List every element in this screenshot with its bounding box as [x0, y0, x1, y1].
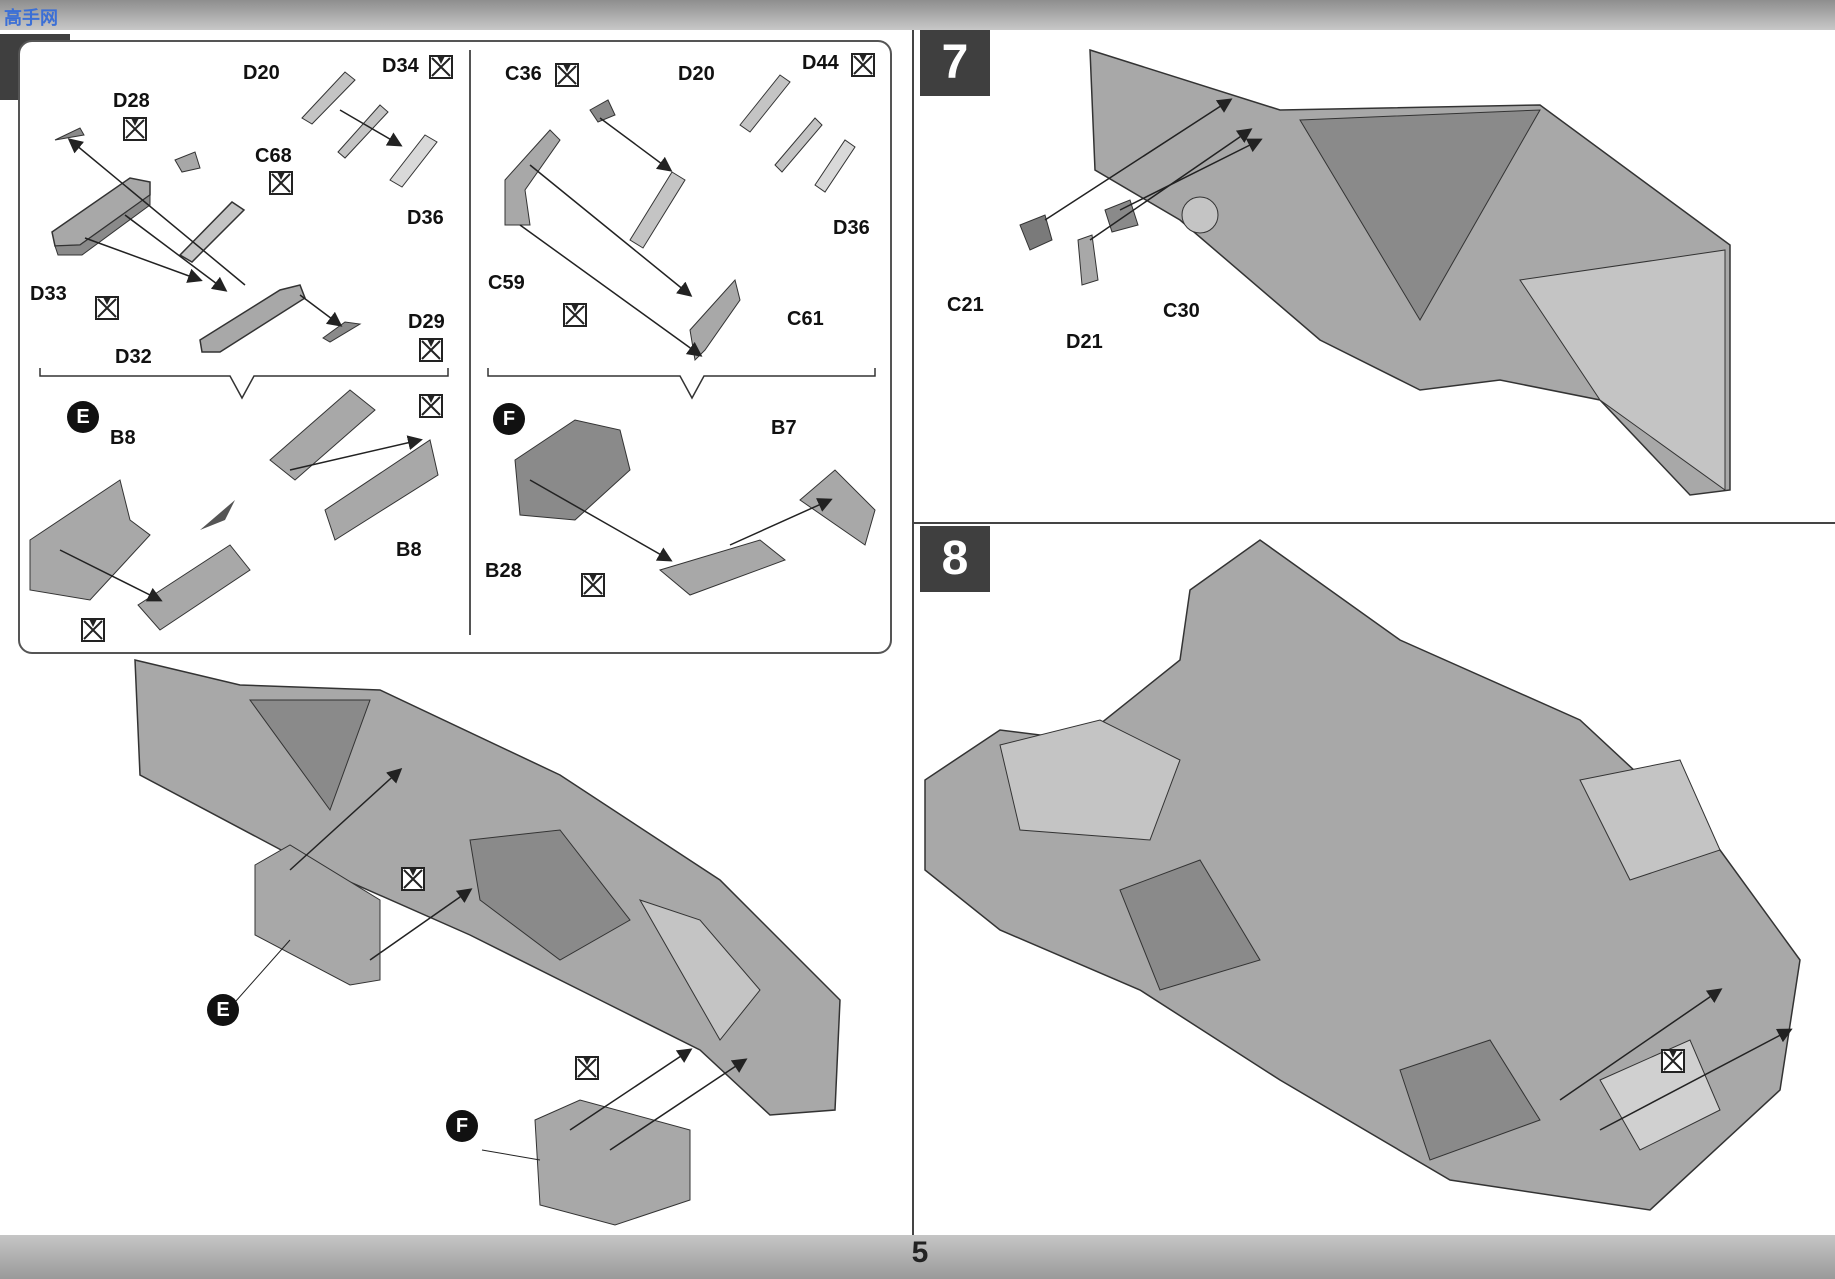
label-d33: D33	[30, 283, 67, 305]
step-8-badge: 8	[920, 526, 990, 592]
c30-part	[1104, 199, 1139, 233]
assembly-e-marker: E	[207, 994, 239, 1026]
label-d32: D32	[115, 346, 152, 368]
label-b8-a: B8	[110, 427, 136, 449]
cement-icon	[81, 618, 105, 642]
column-divider	[912, 30, 914, 1235]
assembly-arrow	[200, 500, 235, 530]
hull-side-step7	[1089, 48, 1731, 496]
subassembly-divider	[469, 50, 471, 635]
page-number: 5	[911, 1236, 929, 1269]
label-d36-a: D36	[407, 207, 444, 229]
label-c30: C30	[1163, 300, 1200, 322]
c61-part	[689, 278, 741, 362]
label-d28: D28	[113, 90, 150, 112]
label-c21: C21	[947, 294, 984, 316]
d28-part	[54, 127, 85, 141]
d20-part-b	[739, 74, 791, 133]
c59-part	[504, 129, 561, 226]
e-top-part	[269, 389, 376, 481]
cement-icon	[123, 117, 147, 141]
cement-icon	[563, 303, 587, 327]
d29-part	[322, 321, 362, 343]
label-d21: D21	[1066, 331, 1103, 353]
cement-icon	[429, 55, 453, 79]
cement-icon	[95, 296, 119, 320]
cement-icon	[419, 394, 443, 418]
d36-part-a	[389, 134, 438, 188]
b8-part-e-a	[29, 479, 151, 601]
d32-part	[199, 284, 306, 353]
f-subpart	[658, 539, 787, 596]
b8-part-e-b	[324, 439, 439, 541]
cement-icon	[575, 1056, 599, 1080]
step-divider	[914, 522, 1835, 524]
subassembly-e-marker: E	[67, 401, 99, 433]
d34-part	[337, 104, 389, 159]
c21-part	[1019, 214, 1053, 251]
label-d29: D29	[408, 311, 445, 333]
label-c36: C36	[505, 63, 542, 85]
hull-side-step6	[134, 659, 841, 1116]
e-assembly	[254, 844, 381, 986]
label-c59: C59	[488, 272, 525, 294]
subassembly-f-marker: F	[493, 403, 525, 435]
watermark-logo: 高手网	[4, 8, 58, 28]
label-b8-b: B8	[396, 539, 422, 561]
b28-part	[514, 419, 631, 521]
shaft-part	[178, 201, 246, 263]
label-d20-b: D20	[678, 63, 715, 85]
d44-part	[774, 117, 823, 173]
shaft-c-part	[629, 171, 686, 249]
step-7-badge: 7	[920, 30, 990, 96]
d20-part-a	[301, 71, 356, 125]
cement-icon	[401, 867, 425, 891]
label-d44: D44	[802, 52, 839, 74]
cement-icon	[581, 573, 605, 597]
cement-icon	[851, 53, 875, 77]
assembly-f-marker: F	[446, 1110, 478, 1142]
label-c61: C61	[787, 308, 824, 330]
cement-icon	[269, 171, 293, 195]
d21-part	[1077, 234, 1099, 286]
b7-part	[799, 469, 876, 546]
c68-part	[174, 151, 201, 173]
bottom-shadow-band	[0, 1235, 1835, 1279]
hull-frame-step8	[924, 539, 1801, 1211]
cement-icon	[555, 63, 579, 87]
cement-icon	[1661, 1049, 1685, 1073]
label-b7: B7	[771, 417, 797, 439]
label-c68: C68	[255, 145, 292, 167]
cement-icon	[419, 338, 443, 362]
e-subpart	[137, 544, 251, 631]
label-b28: B28	[485, 560, 522, 582]
label-d36-b: D36	[833, 217, 870, 239]
f-assembly	[534, 1099, 691, 1226]
label-d34: D34	[382, 55, 419, 77]
c36-part	[589, 99, 616, 123]
d36-part-b	[814, 139, 856, 193]
label-d20-a: D20	[243, 62, 280, 84]
top-shadow-band	[0, 0, 1835, 30]
d33-part	[51, 177, 151, 256]
